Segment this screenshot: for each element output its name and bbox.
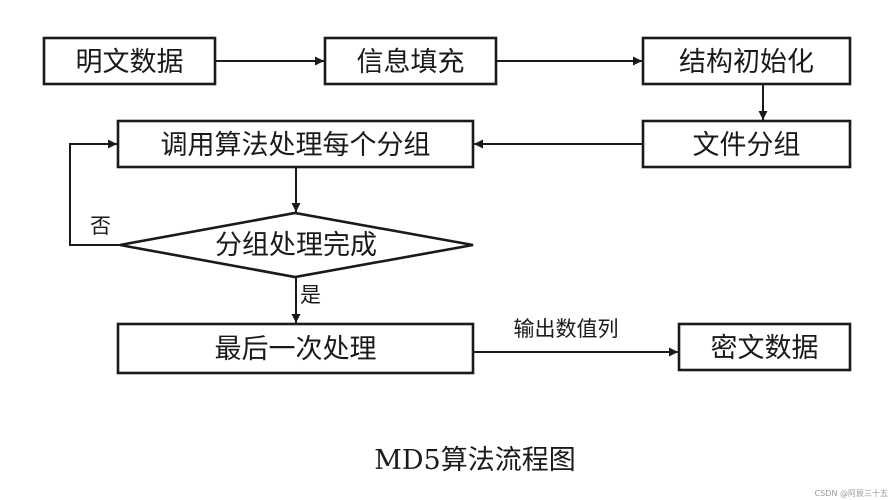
node-final: 最后一次处理 [116,322,475,375]
node-plaintext-label: 明文数据 [76,47,184,78]
edge-label-output: 输出数值列 [514,317,619,341]
node-process-label: 调用算法处理每个分组 [161,130,431,161]
node-decision: 分组处理完成 [119,211,474,279]
node-init: 结构初始化 [641,36,852,86]
diagram-caption: MD5算法流程图 [374,445,575,476]
watermark: CSDN @阿辰三十五 [815,488,888,498]
node-padding-label: 信息填充 [357,47,465,78]
node-process: 调用算法处理每个分组 [116,119,475,169]
node-final-label: 最后一次处理 [215,334,377,365]
node-padding: 信息填充 [323,36,498,86]
node-plaintext: 明文数据 [42,36,217,86]
node-decision-label: 分组处理完成 [215,230,377,261]
node-grouping: 文件分组 [641,119,852,169]
node-ciphertext: 密文数据 [677,322,852,372]
edge-decision-no-loop [69,139,120,246]
node-grouping-label: 文件分组 [693,130,801,161]
node-init-label: 结构初始化 [679,47,814,78]
edge-label-no: 否 [90,214,111,238]
edge-label-yes: 是 [300,283,321,307]
node-ciphertext-label: 密文数据 [711,333,819,364]
